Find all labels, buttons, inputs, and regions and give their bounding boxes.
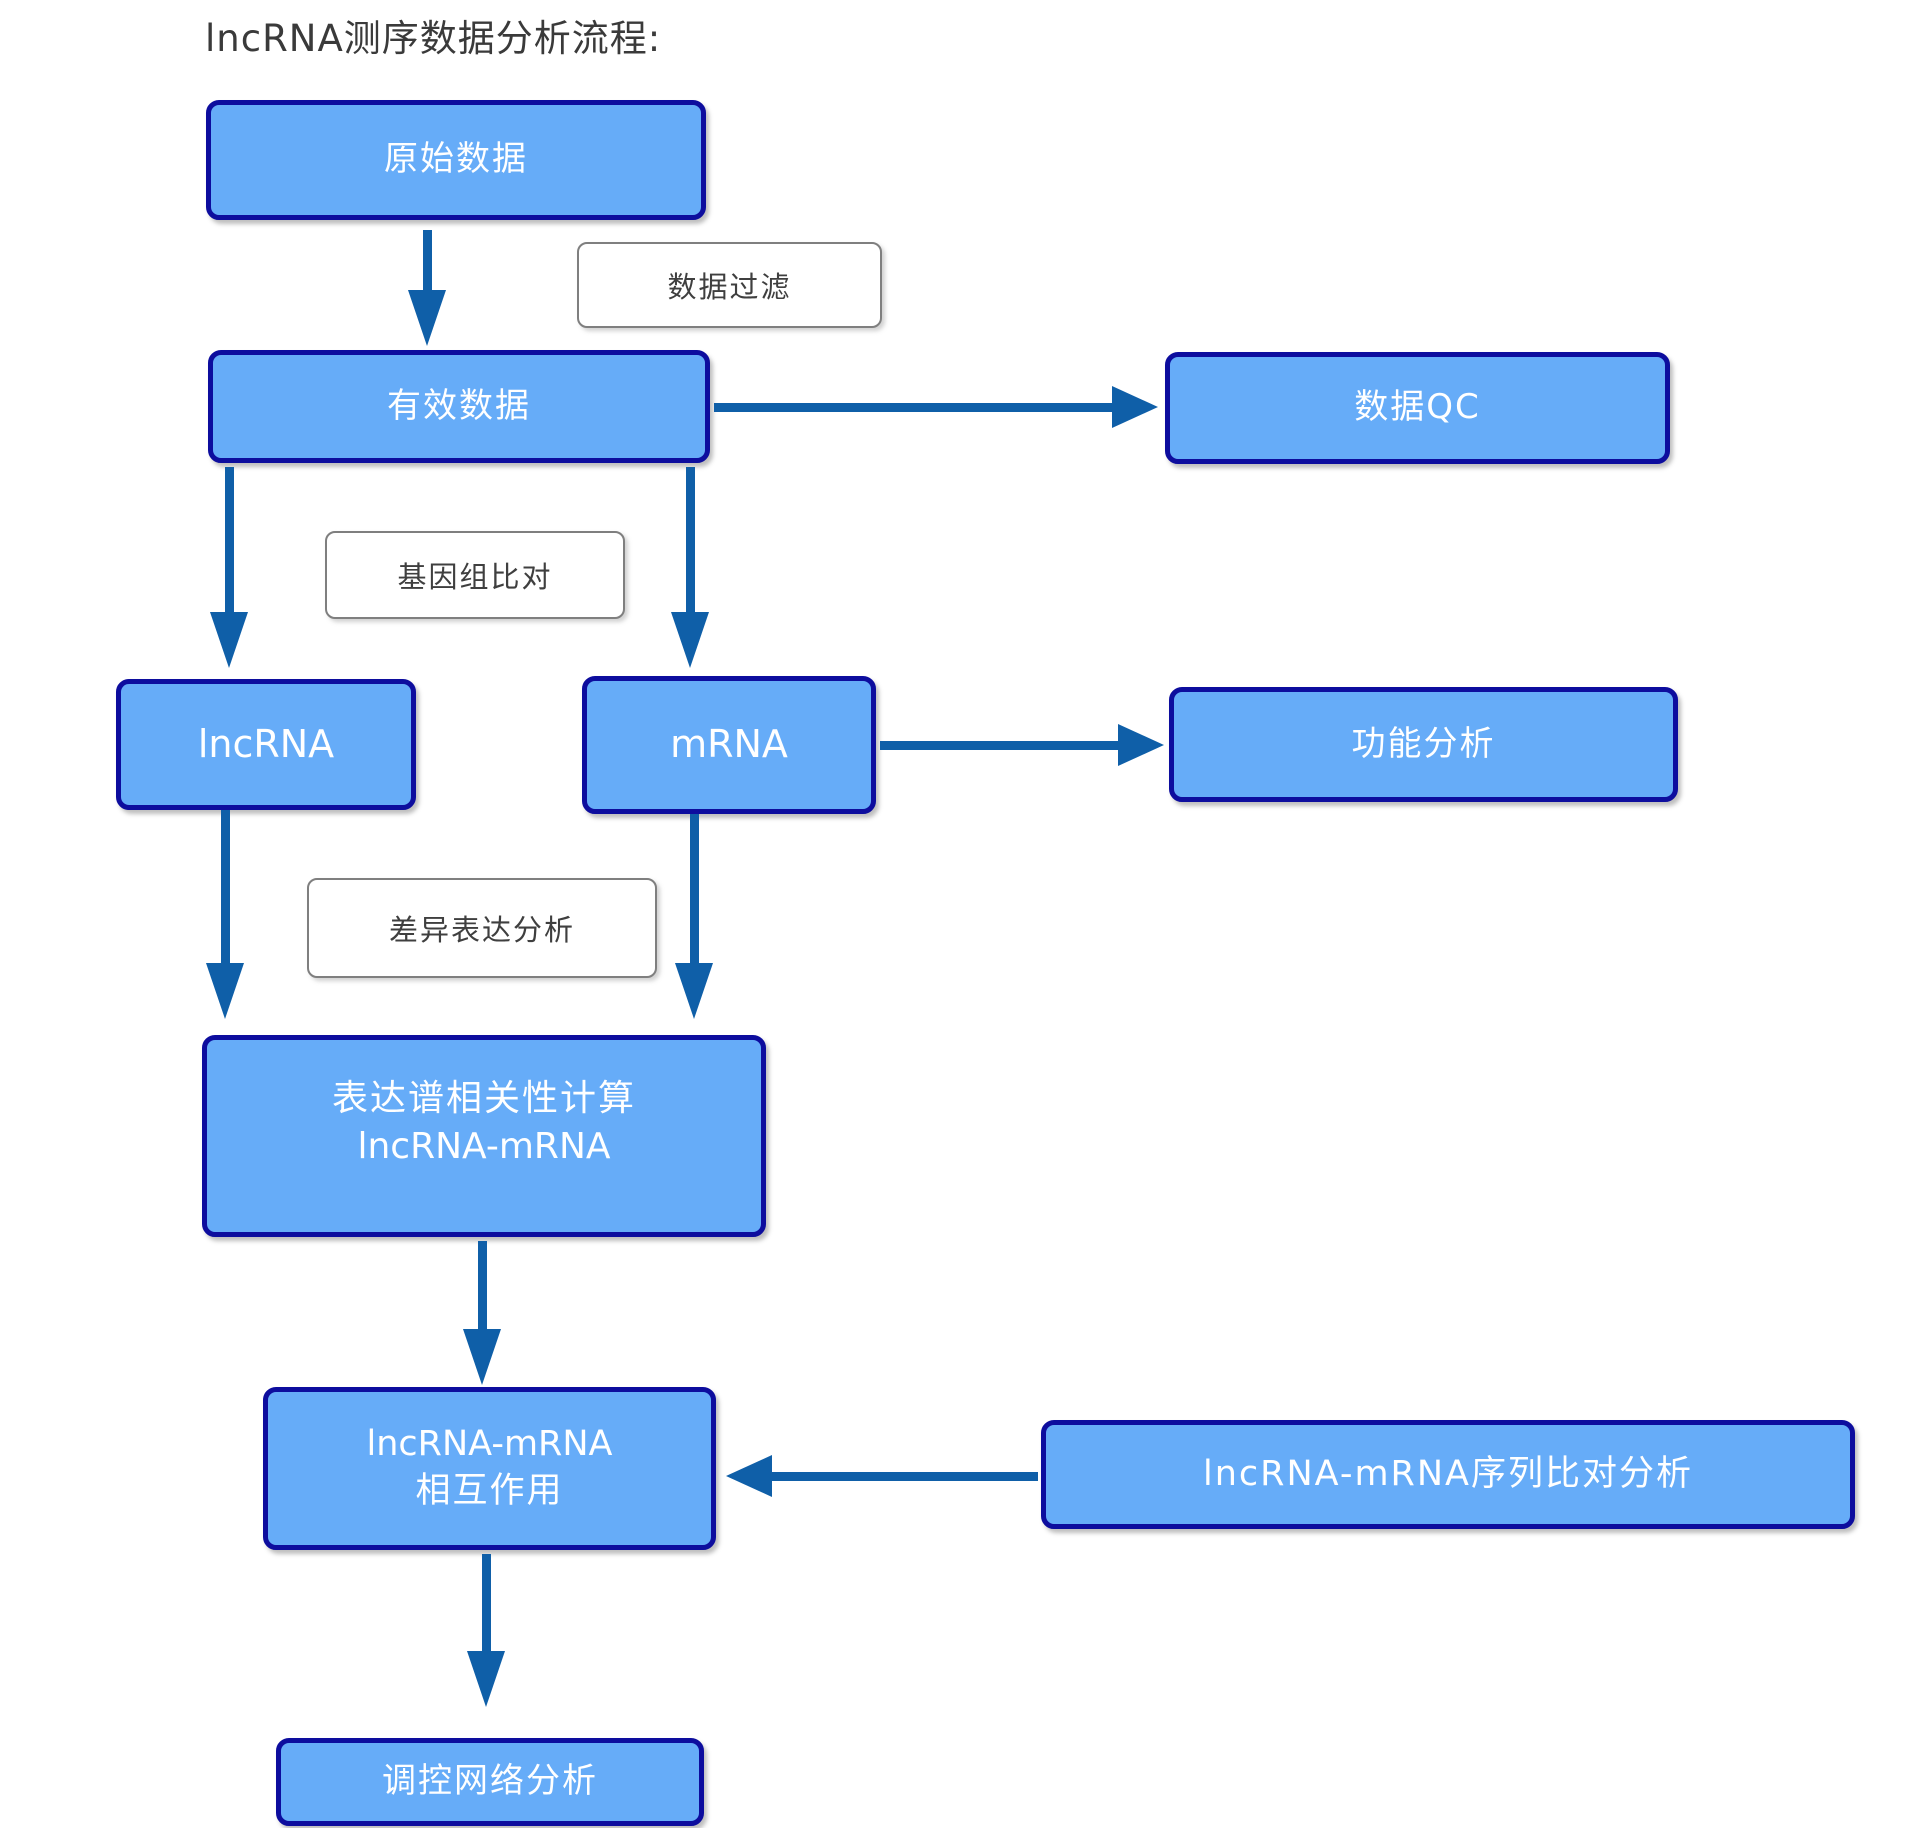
flow-node-expression-correlation: 表达谱相关性计算 lncRNA-mRNA [202,1035,766,1237]
edge-label-data-filter: 数据过滤 [577,242,882,328]
flow-node-sequence-alignment-label: lncRNA-mRNA序列比对分析 [1203,1453,1693,1494]
edge-label-data-filter-text: 数据过滤 [667,270,792,304]
flow-node-expression-correlation-line1: 表达谱相关性计算 [331,1078,636,1120]
arrow-valid-to-lncrna-shaft [225,467,234,614]
arrow-interaction-to-network-head [467,1651,505,1707]
arrow-lncrna-to-corr-head [206,963,244,1019]
arrow-mrna-to-func-shaft [880,741,1120,750]
arrow-seqalign-to-interaction-head [726,1455,772,1497]
edge-label-genome-alignment: 基因组比对 [325,531,625,619]
arrow-valid-to-mrna-shaft [686,467,695,614]
flow-node-valid-data-label: 有效数据 [387,385,531,426]
flow-node-functional-analysis: 功能分析 [1169,687,1678,802]
flow-node-regulatory-network: 调控网络分析 [276,1738,704,1826]
flow-node-regulatory-network-label: 调控网络分析 [382,1761,598,1802]
flow-node-lncrna-mrna-interaction-line1: lncRNA-mRNA [366,1424,613,1465]
flow-node-raw-data: 原始数据 [206,100,706,220]
arrow-valid-to-qc-shaft [714,403,1114,412]
arrow-mrna-to-func-head [1118,724,1164,766]
edge-label-genome-alignment-text: 基因组比对 [397,560,553,594]
flow-node-mrna: mRNA [582,676,876,814]
flow-node-valid-data: 有效数据 [208,350,710,463]
flow-node-expression-correlation-line2: lncRNA-mRNA [357,1125,611,1167]
arrow-mrna-to-corr-shaft [690,814,699,965]
arrow-interaction-to-network-shaft [482,1554,491,1651]
flow-node-lncrna-label: lncRNA [197,721,335,766]
edge-label-diff-expression-text: 差异表达分析 [388,913,575,947]
flow-node-data-qc: 数据QC [1165,352,1670,464]
flow-node-sequence-alignment: lncRNA-mRNA序列比对分析 [1041,1420,1855,1529]
page-title: lncRNA测序数据分析流程: [205,17,662,60]
flow-node-lncrna-mrna-interaction-line2: 相互作用 [415,1470,564,1511]
arrow-valid-to-lncrna-head [210,612,248,668]
arrow-raw-to-valid-head [408,290,446,346]
flow-node-raw-data-label: 原始数据 [384,139,528,180]
arrow-raw-to-valid-shaft [423,230,432,292]
arrow-lncrna-to-corr-shaft [221,810,230,965]
edge-label-diff-expression: 差异表达分析 [307,878,657,978]
flow-node-lncrna-mrna-interaction: lncRNA-mRNA 相互作用 [263,1387,716,1550]
flow-node-data-qc-label: 数据QC [1354,387,1481,428]
arrow-valid-to-mrna-head [671,612,709,668]
arrow-mrna-to-corr-head [675,963,713,1019]
arrow-valid-to-qc-head [1112,386,1158,428]
arrow-seqalign-to-interaction-shaft [770,1472,1038,1481]
arrow-corr-to-interaction-head [463,1329,501,1385]
flow-node-functional-analysis-label: 功能分析 [1351,723,1496,764]
flow-node-mrna-label: mRNA [670,722,788,767]
flow-node-lncrna: lncRNA [116,679,416,810]
arrow-corr-to-interaction-shaft [478,1241,487,1329]
